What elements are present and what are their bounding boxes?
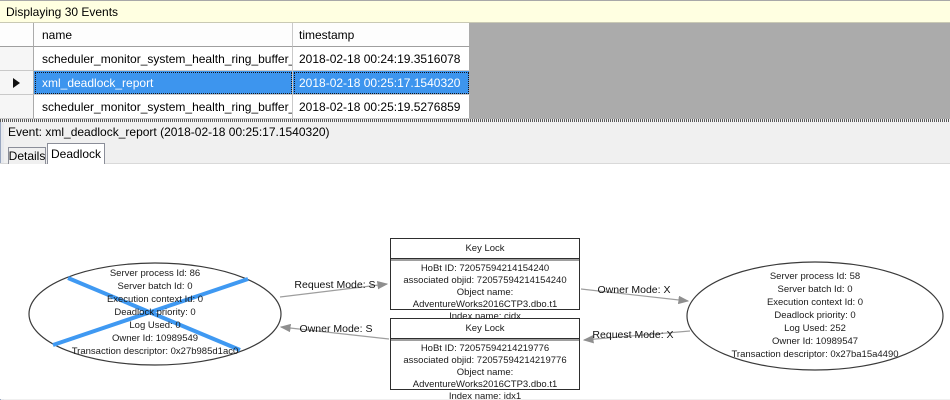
details-tabstrip: Details Deadlock (0, 142, 950, 164)
process-attr: Deadlock priority: 0 (774, 310, 856, 321)
deadlock-graph-canvas: Server process Id: 86 Server batch Id: 0… (0, 163, 950, 400)
lock-attr: associated objid: 72057594214154240 (403, 275, 567, 286)
edge-label-owner-s: Owner Mode: S (299, 323, 373, 335)
event-name-cell[interactable]: xml_deadlock_report (34, 71, 293, 95)
table-row-selected[interactable]: xml_deadlock_report 2018-02-18 00:25:17.… (0, 71, 470, 95)
edge-request-x (582, 330, 691, 344)
victim-cross-icon (52, 277, 249, 347)
process-attr: Server batch Id: 0 (117, 281, 193, 292)
selected-event-caption: Event: xml_deadlock_report (2018-02-18 0… (0, 122, 950, 142)
tab-details[interactable]: Details (8, 147, 46, 164)
pane-splitter[interactable] (0, 119, 950, 122)
events-count-bar: Displaying 30 Events (0, 0, 950, 23)
victim-cross-icon (67, 276, 241, 352)
process-attr: Execution context Id: 0 (766, 297, 864, 308)
events-grid: name timestamp scheduler_monitor_system_… (0, 23, 950, 119)
table-row[interactable]: scheduler_monitor_system_health_ring_buf… (0, 95, 470, 119)
process-node-survivor-text: Server process Id: 58 Server batch Id: 0… (695, 270, 935, 361)
process-attr: Server process Id: 58 (769, 271, 861, 282)
event-timestamp-cell[interactable]: 2018-02-18 00:25:17.1540320 (293, 71, 470, 95)
process-attr: Transaction descriptor: 0x27b985d1ac0 (71, 346, 239, 357)
lock-attr: Object name: AdventureWorks2016CTP3.dbo.… (412, 367, 558, 390)
lock-attr: Object name: AdventureWorks2016CTP3.dbo.… (412, 287, 558, 310)
process-node-survivor[interactable] (686, 261, 944, 371)
keylock-body: HoBt ID: 72057594214154240 associated ob… (391, 259, 579, 323)
grid-corner-cell (0, 23, 34, 47)
process-node-victim-text: Server process Id: 86 Server batch Id: 0… (35, 267, 275, 358)
edge-label-request-s: Request Mode: S (294, 279, 376, 291)
event-name-cell[interactable]: scheduler_monitor_system_health_ring_buf… (34, 95, 293, 119)
edge-owner-x (580, 288, 690, 305)
process-attr: Server process Id: 86 (109, 268, 201, 279)
lock-attr: HoBt ID: 72057594214219776 (420, 343, 550, 354)
process-attr: Log Used: 0 (129, 320, 181, 331)
event-name-cell[interactable]: scheduler_monitor_system_health_ring_buf… (34, 47, 293, 71)
edge-request-s (279, 280, 389, 298)
table-row[interactable]: scheduler_monitor_system_health_ring_buf… (0, 47, 470, 71)
keylock-title: Key Lock (391, 239, 579, 259)
lock-attr: Index name: idx1 (448, 391, 522, 400)
edge-owner-s (279, 323, 390, 340)
row-header[interactable] (0, 47, 34, 71)
process-attr: Execution context Id: 0 (106, 294, 204, 305)
edge-label-owner-x: Owner Mode: X (597, 284, 671, 296)
event-timestamp-cell[interactable]: 2018-02-18 00:24:19.3516078 (293, 47, 470, 71)
process-attr: Transaction descriptor: 0x27ba15a4490 (731, 349, 899, 360)
events-count-label: Displaying 30 Events (6, 4, 119, 19)
process-attr: Owner Id: 10989547 (771, 336, 859, 347)
current-row-arrow-icon (13, 77, 20, 88)
grid-header-row: name timestamp (0, 23, 470, 47)
keylock-body: HoBt ID: 72057594214219776 associated ob… (391, 339, 579, 400)
keylock-title: Key Lock (391, 319, 579, 339)
process-attr: Server batch Id: 0 (777, 284, 853, 295)
event-timestamp-cell[interactable]: 2018-02-18 00:25:19.5276859 (293, 95, 470, 119)
row-header[interactable] (0, 71, 34, 95)
lock-attr: HoBt ID: 72057594214154240 (420, 263, 550, 274)
lock-attr: Index name: cidx (449, 311, 521, 322)
column-header-name[interactable]: name (34, 23, 293, 47)
deadlock-graph-shapes (28, 261, 944, 371)
process-attr: Deadlock priority: 0 (114, 307, 196, 318)
resource-node-keylock-1[interactable]: Key Lock HoBt ID: 72057594214154240 asso… (390, 238, 580, 322)
process-attr: Log Used: 252 (784, 323, 846, 334)
event-details-pane: Event: xml_deadlock_report (2018-02-18 0… (0, 122, 950, 400)
resource-node-keylock-2[interactable]: Key Lock HoBt ID: 72057594214219776 asso… (390, 318, 580, 400)
row-header[interactable] (0, 95, 34, 119)
edge-label-request-x: Request Mode: X (592, 329, 674, 341)
tab-deadlock[interactable]: Deadlock (47, 143, 105, 164)
process-attr: Owner Id: 10989549 (111, 333, 199, 344)
selected-event-label: Event: xml_deadlock_report (2018-02-18 0… (8, 125, 330, 139)
column-header-timestamp[interactable]: timestamp (293, 23, 470, 47)
lock-attr: associated objid: 72057594214219776 (403, 355, 567, 366)
